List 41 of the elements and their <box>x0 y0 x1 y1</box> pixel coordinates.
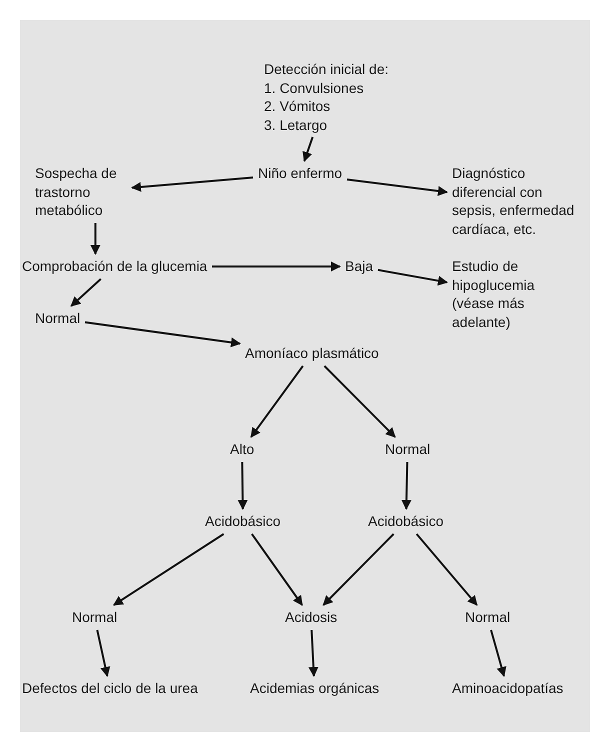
arrow <box>322 533 394 606</box>
flow-label-line: 2. Vómitos <box>264 97 332 116</box>
flow-label: Diagnóstico diferencial con sepsis, enfermedad cardíaca, etc. <box>450 164 584 238</box>
flow-label: Sospecha de trastorno metabólico <box>33 164 129 220</box>
arrow <box>302 136 314 162</box>
flow-label: Estudio de hipoglucemia (véase más adelante) <box>450 257 574 331</box>
flow-label: Amoníaco plasmático <box>243 344 381 362</box>
flow-label: Aminoacidopatías <box>450 679 566 698</box>
flow-label: Niño enfermo <box>256 164 344 182</box>
arrow <box>324 365 396 438</box>
flow-label: Normal <box>383 440 432 458</box>
flow-label-line: 3. Letargo <box>264 116 328 134</box>
arrow <box>250 365 304 438</box>
arrow <box>346 178 448 196</box>
flow-label: Normal <box>33 309 82 328</box>
flow-label-line: 1. Convulsiones <box>264 78 365 97</box>
arrow <box>90 223 100 255</box>
arrow <box>490 630 506 677</box>
arrow <box>416 533 478 606</box>
flow-label: Baja <box>343 257 376 276</box>
flow-label: Acidemias orgánicas <box>248 679 382 698</box>
flow-label: Defectos del ciclo de la urea <box>20 679 200 698</box>
flow-label-line: Detección inicial de: <box>264 60 389 78</box>
flow-label: Alto <box>228 440 256 458</box>
arrow <box>401 462 412 510</box>
arrow <box>251 533 303 606</box>
arrow <box>212 262 341 272</box>
arrow <box>131 176 254 192</box>
flow-label: Acidobásico <box>203 512 282 530</box>
arrow <box>378 268 448 286</box>
arrow <box>84 321 241 348</box>
flow-label: Normal <box>463 608 512 626</box>
flow-label: Normal <box>70 608 120 626</box>
arrow <box>96 630 110 677</box>
flow-label: Comprobación de la glucemia <box>20 257 210 276</box>
flow-label: Acidobásico <box>366 512 446 530</box>
arrow <box>238 462 248 510</box>
arrow <box>308 630 318 677</box>
arrow <box>70 278 102 307</box>
arrow <box>113 533 224 606</box>
flow-label: Acidosis <box>283 608 340 626</box>
